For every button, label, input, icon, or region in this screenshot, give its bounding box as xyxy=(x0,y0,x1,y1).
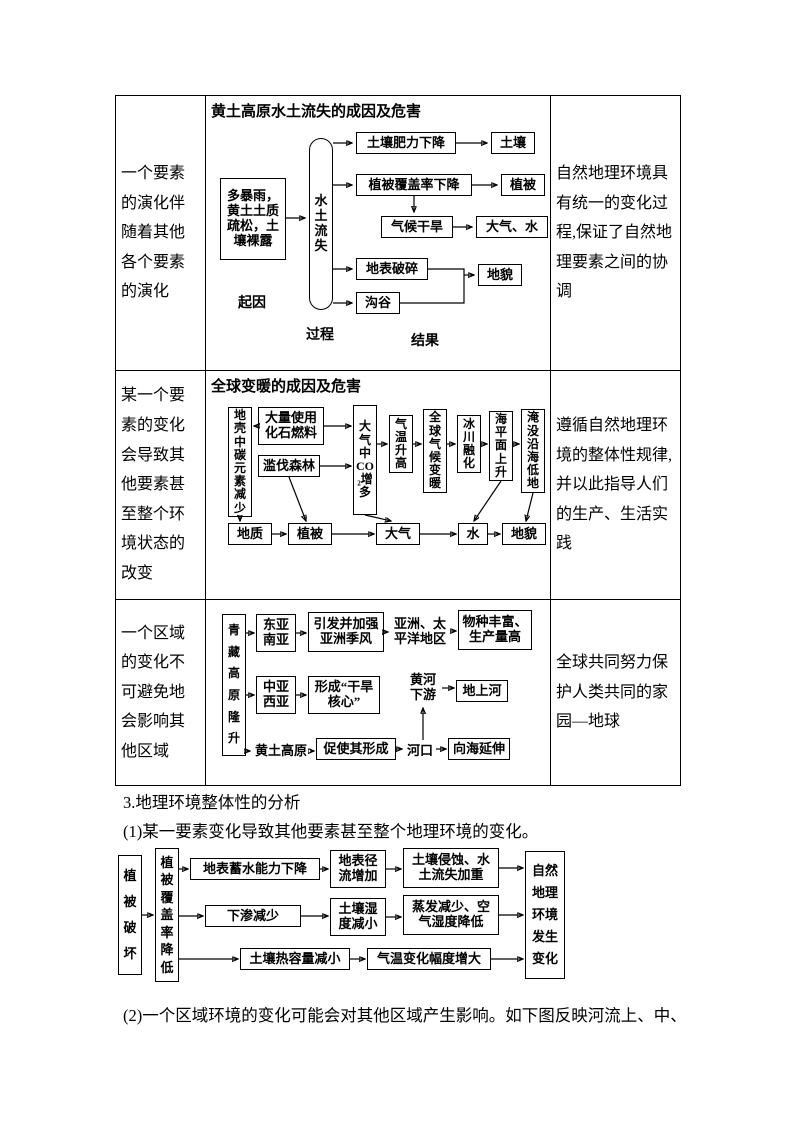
node-promote-formation: 促使其形成 xyxy=(316,738,396,760)
node-landform2: 地貌 xyxy=(502,523,546,545)
node-geology: 地质 xyxy=(228,523,272,545)
node-estuary: 河口 xyxy=(406,742,433,758)
section-point-1: (1)某一要素变化导致其他要素甚至整个地理环境的变化。 xyxy=(123,822,539,841)
arrows-layer-diagram2 xyxy=(206,371,534,600)
node-glacier-melt: 冰川融化 xyxy=(457,415,481,473)
node-vegetation-cover-drop: 植被覆盖率降低 xyxy=(155,848,179,982)
node-crust-carbon-decline: 地壳中碳元素减少 xyxy=(228,407,252,517)
node-extend-seaward: 向海延伸 xyxy=(448,738,510,760)
node-atmosphere: 大气 xyxy=(376,523,420,545)
node-species-richness: 物种丰富、生产量高 xyxy=(458,610,532,650)
diagram-loess-erosion: 黄土高原水土流失的成因及危害 多暴雨，黄土土质疏松，土壤裸露 起因 水土流失 过… xyxy=(206,96,550,370)
node-yellow-river-downstream: 黄河下游 xyxy=(409,672,436,702)
table-cell-diagram-3: 青藏高原隆升 东亚南亚 引发并加强亚洲季风 亚洲、太平洋地区 物种丰富、生产量高… xyxy=(206,600,551,785)
node-dry-climate: 气候干旱 xyxy=(381,216,453,238)
table-cell-right-1: 自然地理环境具有统一的变化过程,保证了自然地理要素之间的协调 xyxy=(551,96,680,371)
row1-left-text: 一个要素的演化伴随着其他各个要素的演化 xyxy=(121,165,186,301)
table-cell-diagram-1: 黄土高原水土流失的成因及危害 多暴雨，黄土土质疏松，土壤裸露 起因 水土流失 过… xyxy=(206,96,551,371)
node-arid-core: 形成“干旱核心” xyxy=(308,676,380,714)
node-evaporation-decrease: 蒸发减少、空气湿度降低 xyxy=(403,895,499,935)
node-central-west-asia: 中亚西亚 xyxy=(256,676,296,714)
section-point-2: (2)一个区域环境的变化可能会对其他区域产生影响。如下图反映河流上、中、 xyxy=(123,1006,687,1025)
diagram1-title: 黄土高原水土流失的成因及危害 xyxy=(211,104,422,120)
node-atmosphere-water: 大气、水 xyxy=(476,216,548,238)
node-tibet-plateau-uplift: 青藏高原隆升 xyxy=(222,614,246,756)
row1-right-text: 自然地理环境具有统一的变化过程,保证了自然地理要素之间的协调 xyxy=(556,165,673,301)
node-water-storage-decline: 地表蓄水能力下降 xyxy=(190,858,320,880)
node-landform: 地貌 xyxy=(478,264,522,286)
node-soil-erosion-process: 水土流失 xyxy=(309,138,333,310)
node-asia-pacific-region: 亚洲、太平洋地区 xyxy=(393,616,446,646)
node-vegetation-destroyed: 植被破坏 xyxy=(118,855,142,975)
node-soil-moisture-decrease: 土壤湿度减小 xyxy=(330,898,386,936)
node-temperature-amplitude-increase: 气温变化幅度增大 xyxy=(367,948,491,970)
node-vegetation-cover-decline: 植被覆盖率下降 xyxy=(356,174,472,196)
node-asian-monsoon: 引发并加强亚洲季风 xyxy=(308,612,384,652)
label-cause: 起因 xyxy=(238,296,266,311)
label-process: 过程 xyxy=(306,328,334,343)
node-global-warming: 全球气候变暖 xyxy=(423,409,447,493)
node-environment-changes: 自然地理环境发生变化 xyxy=(525,851,565,979)
row3-left-text: 一个区域的变化不可避免地会影响其他区域 xyxy=(121,624,186,760)
node-erosion-worsens: 土壤侵蚀、水土流失加重 xyxy=(403,848,499,888)
node-submerge-coast: 淹没沿海低地 xyxy=(521,409,545,493)
table-cell-left-2: 某一个要素的变化会导致其他要素甚至整个环境状态的改变 xyxy=(116,371,206,600)
diagram-global-warming: 全球变暖的成因及危害 地壳中碳元素减少 大量使用化石燃料 滥伐森林 大气中CO₂… xyxy=(206,371,550,599)
table-cell-diagram-2: 全球变暖的成因及危害 地壳中碳元素减少 大量使用化石燃料 滥伐森林 大气中CO₂… xyxy=(206,371,551,600)
node-heat-capacity-decrease: 土壤热容量减小 xyxy=(240,948,350,970)
diagram-plateau-uplift: 青藏高原隆升 东亚南亚 引发并加强亚洲季风 亚洲、太平洋地区 物种丰富、生产量高… xyxy=(206,600,550,785)
table-cell-left-3: 一个区域的变化不可避免地会影响其他区域 xyxy=(116,600,206,785)
node-runoff-increase: 地表径流增加 xyxy=(330,850,386,888)
node-temperature-rise: 气温升高 xyxy=(389,415,413,473)
node-soil-fertility-decline: 土壤肥力下降 xyxy=(356,132,456,154)
diagram-vegetation-destruction: 植被破坏 植被覆盖率降低 地表蓄水能力下降 地表径流增加 土壤侵蚀、水土流失加重… xyxy=(105,843,605,993)
label-result: 结果 xyxy=(411,334,439,349)
table-cell-right-3: 全球共同努力保护人类共同的家园—地球 xyxy=(551,600,680,785)
node-infiltration-decrease: 下渗减少 xyxy=(205,905,301,927)
node-east-south-asia: 东亚南亚 xyxy=(256,614,296,652)
node-gully: 沟谷 xyxy=(356,292,400,314)
node-soil: 土壤 xyxy=(491,132,535,154)
node-water: 水 xyxy=(458,523,488,545)
node-vegetation: 植被 xyxy=(501,174,545,196)
node-elevated-river: 地上河 xyxy=(456,680,508,702)
section-heading: 3.地理环境整体性的分析 xyxy=(123,793,301,812)
row2-right-text: 遵循自然地理环境的整体性规律,并以此指导人们的生产、生活实践 xyxy=(556,417,673,553)
node-fossil-fuel-use: 大量使用化石燃料 xyxy=(258,407,324,445)
node-deforestation: 滥伐森林 xyxy=(258,455,320,477)
node-cause: 多暴雨，黄土土质疏松，土壤裸露 xyxy=(220,178,286,260)
row2-left-text: 某一个要素的变化会导致其他要素甚至整个环境状态的改变 xyxy=(121,387,186,582)
node-surface-broken: 地表破碎 xyxy=(356,258,428,280)
table-cell-left-1: 一个要素的演化伴随着其他各个要素的演化 xyxy=(116,96,206,371)
node-co2-increase: 大气中CO₂增多 xyxy=(353,405,377,515)
node-sea-level-rise: 海平面上升 xyxy=(489,411,513,481)
node-loess-plateau: 黄土高原 xyxy=(254,742,307,758)
diagram2-title: 全球变暖的成因及危害 xyxy=(211,379,362,395)
summary-table: 一个要素的演化伴随着其他各个要素的演化 黄土高原水土流失的成因及危害 多暴雨，黄… xyxy=(115,95,681,786)
row3-right-text: 全球共同努力保护人类共同的家园—地球 xyxy=(556,654,669,731)
node-vegetation2: 植被 xyxy=(288,523,332,545)
table-cell-right-2: 遵循自然地理环境的整体性规律,并以此指导人们的生产、生活实践 xyxy=(551,371,680,600)
